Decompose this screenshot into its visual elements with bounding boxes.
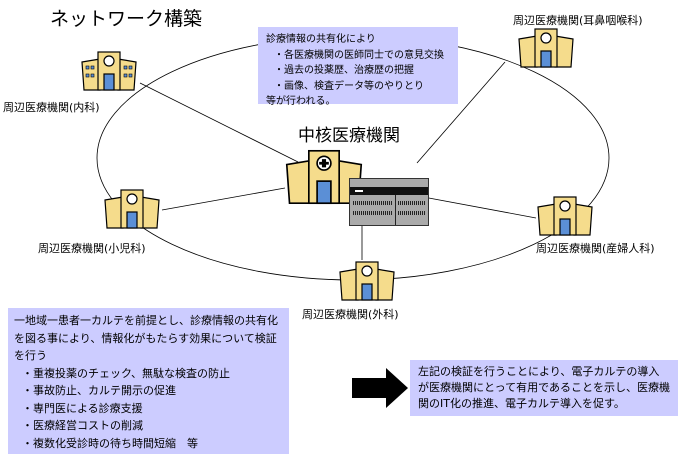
hub-label: 中核医療機関 — [298, 126, 400, 146]
verification-bullet: ・複数化受診時の待ち時間短縮 等 — [22, 436, 198, 450]
conclusion-note: 左記の検証を行うことにより、電子カルテの導入が医療機関にとって有用であることを示… — [410, 360, 678, 416]
page-title: ネットワーク構築 — [50, 8, 203, 30]
verification-bullet: ・事故防止、カルテ開示の促進 — [22, 384, 176, 397]
conclusion-text: 左記の検証を行うことにより、電子カルテの導入が医療機関にとって有用であることを示… — [418, 365, 671, 410]
hospital-icon — [537, 196, 593, 236]
verification-intro: 一地域一患者一カルテを前提とし、診療情報の共有化を図る事により、情報化がもたらす… — [14, 314, 278, 362]
note-outro: 等が行われる。 — [266, 96, 336, 107]
hospital-icon — [104, 189, 160, 229]
hub-hospital-icon — [285, 149, 363, 205]
computer-terminal-icon — [349, 178, 429, 226]
verification-bullet: ・重複投薬のチェック、無駄な検査の防止 — [22, 366, 231, 380]
node-label-ent: 周辺医療機関(耳鼻咽喉科) — [513, 14, 643, 27]
right-arrow-icon — [352, 368, 408, 408]
link-pediatrics — [161, 187, 286, 211]
verification-note: 一地域一患者一カルテを前提とし、診療情報の共有化を図る事により、情報化がもたらす… — [8, 308, 289, 454]
verification-bullet: ・専門医による診療支援 — [22, 401, 143, 415]
node-label-surgery: 周辺医療機関(外科) — [302, 308, 399, 321]
link-obgyn — [417, 195, 537, 219]
link-internal — [139, 82, 299, 163]
hospital-icon — [339, 261, 395, 301]
note-bullet: ・画像、検査データ等のやりとり — [274, 80, 424, 92]
note-intro: 診療情報の共有化により — [266, 34, 376, 45]
info-sharing-note: 診療情報の共有化により ・各医療機関の医師同士での意見交換 ・過去の投薬歴、治療… — [258, 27, 458, 107]
hospital-icon — [81, 51, 137, 91]
link-ent — [416, 61, 506, 164]
node-label-pediatrics: 周辺医療機関(小児科) — [38, 242, 146, 255]
hospital-icon — [518, 28, 574, 68]
node-label-internal: 周辺医療機関(内科) — [3, 101, 100, 114]
note-bullet: ・各医療機関の医師同士での意見交換 — [274, 49, 444, 61]
verification-bullet: ・医療経営コストの削減 — [22, 419, 143, 432]
node-label-obgyn: 周辺医療機関(産婦人科) — [536, 242, 655, 255]
note-bullet: ・過去の投薬歴、治療歴の把握 — [274, 65, 414, 76]
